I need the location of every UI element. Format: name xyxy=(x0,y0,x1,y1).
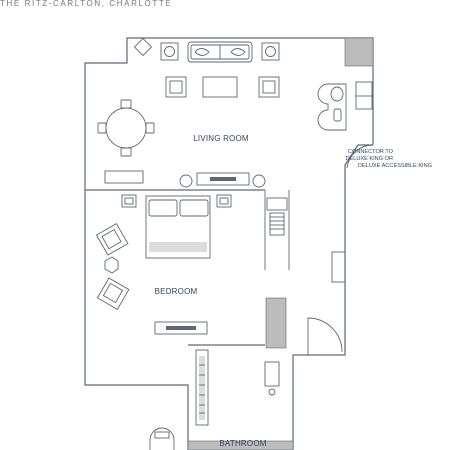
credenza xyxy=(104,170,144,184)
vanity-counter xyxy=(195,349,209,426)
connector-door[interactable] xyxy=(346,144,374,169)
closet-shelf xyxy=(266,197,288,211)
lounge-chair xyxy=(95,222,129,256)
bedroom xyxy=(95,194,232,335)
end-table-left xyxy=(160,42,179,61)
lamp-icon xyxy=(179,174,193,188)
nightstand-left xyxy=(121,194,137,208)
armchair-right xyxy=(258,76,280,98)
drain-icon xyxy=(268,388,276,396)
closet xyxy=(264,190,346,283)
wall-column-center xyxy=(265,297,287,349)
toilet-icon xyxy=(149,427,175,450)
lamp-icon xyxy=(164,46,175,57)
bed xyxy=(145,195,211,259)
sofa-pillow-right xyxy=(230,48,246,56)
end-table-right xyxy=(261,42,280,61)
tv-icon xyxy=(166,326,196,330)
dresser xyxy=(154,321,208,335)
entry-door[interactable] xyxy=(307,317,343,355)
armchair-left xyxy=(165,76,187,98)
sofa xyxy=(187,41,253,63)
lamp-icon xyxy=(265,46,276,57)
room-label-bathroom: BATHROOM xyxy=(219,439,266,448)
vanity-counter xyxy=(317,83,347,131)
dining-chair xyxy=(120,99,132,109)
lounge-chair xyxy=(96,277,130,311)
bed-pillow xyxy=(148,199,178,217)
coffee-table xyxy=(202,76,238,98)
cabinet xyxy=(355,81,373,110)
connector-note-line-3: DELUXE ACCESSIBLE KING xyxy=(358,163,432,169)
dining-chair xyxy=(145,122,155,134)
dining-chair xyxy=(97,122,107,134)
dining-table xyxy=(105,107,147,149)
toilet-tank xyxy=(154,431,170,439)
connector-note-line-1: CONNECTOR TO xyxy=(348,149,394,155)
dining-chair xyxy=(120,147,132,157)
side-table xyxy=(104,256,119,274)
toilet-icon xyxy=(333,108,342,122)
bathroom-wall-bottom xyxy=(187,440,294,450)
living-room xyxy=(97,37,280,188)
luggage-rack xyxy=(331,251,346,283)
connector-note-line-2: DELUXE KING OR xyxy=(345,156,393,162)
tv-icon xyxy=(210,177,236,181)
bed-pillow xyxy=(179,199,209,217)
closet-rack xyxy=(269,212,285,236)
bathroom xyxy=(149,349,280,450)
property-title: THE RITZ-CARLTON, CHARLOTTE xyxy=(0,0,172,8)
room-label-living-room: LIVING ROOM xyxy=(193,134,249,143)
sofa-pillow-left xyxy=(194,48,210,56)
wall-blocks xyxy=(187,37,374,450)
sink-icon xyxy=(330,86,344,102)
corner-plant xyxy=(133,37,153,57)
wall-column-top-right xyxy=(344,37,374,67)
tub-fixture xyxy=(264,361,280,387)
powder-room xyxy=(317,81,373,131)
lamp-icon xyxy=(252,174,266,188)
nightstand-right xyxy=(216,194,232,208)
room-label-bedroom: BEDROOM xyxy=(155,287,198,296)
bed-runner xyxy=(149,242,207,252)
tv-console xyxy=(196,172,250,186)
